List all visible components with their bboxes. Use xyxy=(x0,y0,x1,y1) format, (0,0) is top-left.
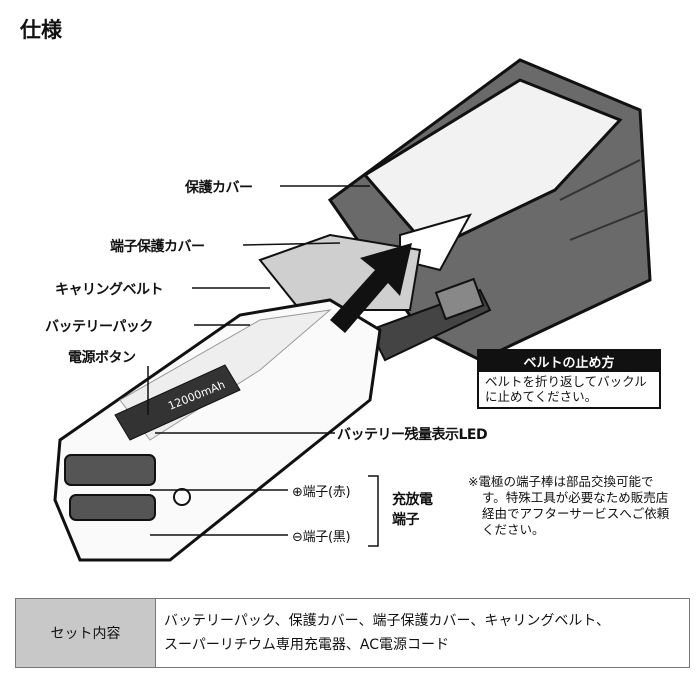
spec-table-header: セット内容 xyxy=(15,598,156,668)
label-battery-led: バッテリー残量表示LED xyxy=(337,427,488,443)
insert-arrow xyxy=(330,243,412,333)
battery-display-panel xyxy=(114,364,241,441)
label-protective-cover: 保護カバー xyxy=(185,180,253,196)
label-power-button: 電源ボタン xyxy=(68,350,136,366)
belt-note-box: ベルトの止め方 ベルトを折り返してバックルに止めてください。 xyxy=(477,349,661,409)
footnote: ※電極の端子棒は部品交換可能です。特殊工具が必要なため販売店経由でアフターサービ… xyxy=(468,474,670,537)
spec-value-line-2: スーパーリチウム専用充電器、AC電源コード xyxy=(164,637,449,653)
page-title: 仕様 xyxy=(20,18,62,42)
belt-note-heading: ベルトの止め方 xyxy=(479,351,659,372)
table-row: セット内容 バッテリーパック、保護カバー、端子保護カバー、キャリングベルト、 ス… xyxy=(15,598,690,668)
belt-note-body: ベルトを折り返してバックルに止めてください。 xyxy=(485,374,647,404)
protective-cover-shape xyxy=(327,58,652,362)
label-charge-terminal-2: 端子 xyxy=(392,512,420,528)
battery-pack-shape: 12000mAh xyxy=(53,298,382,562)
label-terminal-minus: ⊖端子(黒) xyxy=(292,530,351,545)
label-terminal-cover: 端子保護カバー xyxy=(110,239,205,255)
spec-table-value: バッテリーパック、保護カバー、端子保護カバー、キャリングベルト、 スーパーリチウ… xyxy=(155,598,690,668)
carrying-belt-shape xyxy=(368,277,492,362)
product-illustration: 12000mAh xyxy=(53,58,652,562)
spec-table: セット内容 バッテリーパック、保護カバー、端子保護カバー、キャリングベルト、 ス… xyxy=(15,598,690,668)
label-terminal-plus: ⊕端子(赤) xyxy=(292,485,351,500)
spec-value-line-1: バッテリーパック、保護カバー、端子保護カバー、キャリングベルト、 xyxy=(164,613,611,629)
leader-lines xyxy=(147,185,379,547)
label-carrying-belt: キャリングベルト xyxy=(55,282,164,298)
label-battery-pack: バッテリーパック xyxy=(45,319,153,335)
label-charge-terminal-1: 充放電 xyxy=(392,492,433,508)
